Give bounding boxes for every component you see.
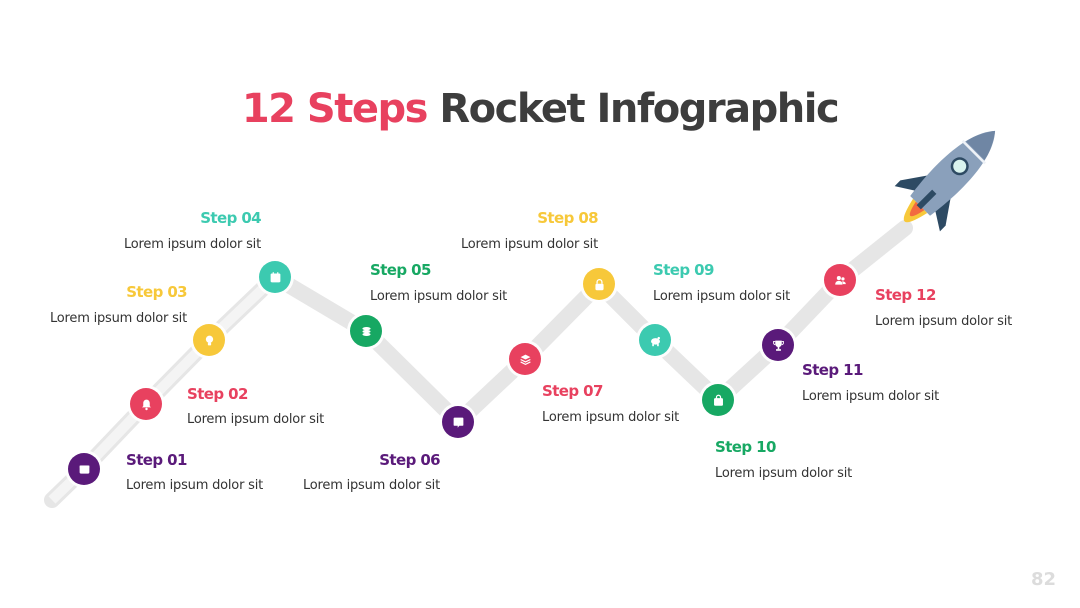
trophy-icon xyxy=(772,340,784,351)
step-06-text: Lorem ipsum dolor sit xyxy=(302,478,440,493)
shopping-bag-icon xyxy=(713,394,723,406)
step-08-text: Lorem ipsum dolor sit xyxy=(460,237,598,252)
step-01-title: Step 01 xyxy=(126,451,187,469)
step-08-title: Step 08 xyxy=(537,209,598,227)
step-11-node xyxy=(762,329,794,361)
chat-bubble-icon xyxy=(453,417,463,428)
step-07-node xyxy=(509,343,541,375)
lightbulb-icon xyxy=(205,335,213,345)
calendar-icon xyxy=(270,271,280,282)
padlock-icon xyxy=(594,278,604,290)
step-09-title: Step 09 xyxy=(653,261,714,279)
step-11-text: Lorem ipsum dolor sit xyxy=(802,389,940,404)
title-accent: 12 Steps xyxy=(241,86,429,132)
step-12-node xyxy=(824,264,856,296)
slide-title: 12 Steps Rocket Infographic xyxy=(0,86,1080,132)
step-09-node xyxy=(639,324,671,356)
step-01-text: Lorem ipsum dolor sit xyxy=(126,478,264,493)
step-05-text: Lorem ipsum dolor sit xyxy=(370,289,508,304)
step-10-node xyxy=(702,384,734,416)
step-08-node xyxy=(583,268,615,300)
step-09-text: Lorem ipsum dolor sit xyxy=(653,289,791,304)
step-11-title: Step 11 xyxy=(802,361,863,379)
step-12-text: Lorem ipsum dolor sit xyxy=(875,314,1013,329)
step-02-title: Step 02 xyxy=(187,385,248,403)
step-07-title: Step 07 xyxy=(542,382,603,400)
users-icon xyxy=(834,275,846,285)
step-05-title: Step 05 xyxy=(370,261,431,279)
step-10-text: Lorem ipsum dolor sit xyxy=(715,466,853,481)
step-03-text: Lorem ipsum dolor sit xyxy=(49,311,187,326)
step-01-node xyxy=(68,453,100,485)
step-06-node xyxy=(442,406,474,438)
browser-window-icon xyxy=(79,464,89,474)
step-03-title: Step 03 xyxy=(126,283,187,301)
layers-icon xyxy=(519,354,531,365)
step-07-text: Lorem ipsum dolor sit xyxy=(542,410,680,425)
step-12-title: Step 12 xyxy=(875,286,936,304)
step-04-title: Step 04 xyxy=(200,209,261,227)
step-04-text: Lorem ipsum dolor sit xyxy=(123,237,261,252)
step-03-node xyxy=(193,324,225,356)
coins-icon xyxy=(361,326,371,336)
bell-icon xyxy=(141,399,151,410)
step-02-text: Lorem ipsum dolor sit xyxy=(187,412,325,427)
piggy-bank-icon xyxy=(650,336,660,346)
rocket-icon xyxy=(894,130,996,232)
step-10-title: Step 10 xyxy=(715,438,776,456)
step-04-node xyxy=(259,261,291,293)
page-number: 82 xyxy=(1030,569,1056,590)
step-05-node xyxy=(350,315,382,347)
step-06-title: Step 06 xyxy=(379,451,440,469)
title-rest: Rocket Infographic xyxy=(426,86,839,132)
step-02-node xyxy=(130,388,162,420)
